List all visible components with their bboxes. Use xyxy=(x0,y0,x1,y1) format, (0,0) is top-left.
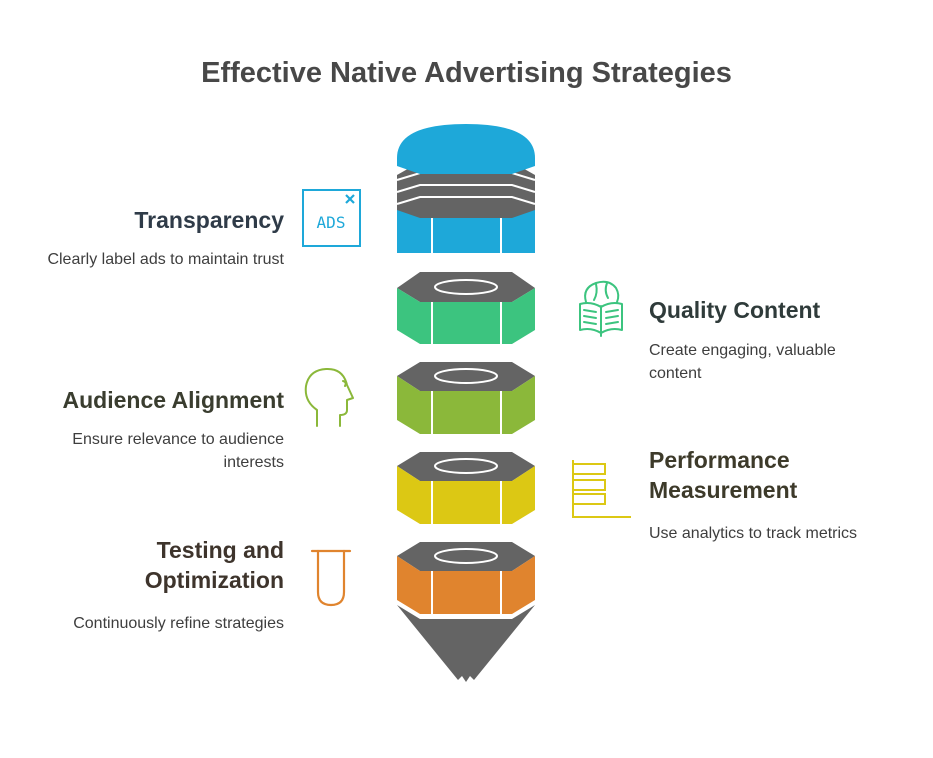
item-description-audience-alignment: Ensure relevance to audience interests xyxy=(72,431,284,471)
item-description-quality-content: Create engaging, valuable content xyxy=(649,342,836,382)
segment-ring xyxy=(434,279,498,295)
diagram-title: Effective Native Advertising Strategies xyxy=(201,57,732,89)
segment-ring xyxy=(434,458,498,474)
segment-ring xyxy=(434,368,498,384)
segment-ring xyxy=(434,548,498,564)
cone-tip xyxy=(397,605,535,682)
ads-icon-text: ADS xyxy=(317,213,346,232)
segment-audience-alignment xyxy=(397,362,535,434)
test-tube-icon xyxy=(310,549,352,607)
item-description-performance-measurement: Use analytics to track metrics xyxy=(649,525,858,542)
item-heading-quality-content: Quality Content xyxy=(649,297,821,323)
item-description-transparency: Clearly label ads to maintain trust xyxy=(47,251,284,268)
item-heading-transparency: Transparency xyxy=(134,207,284,233)
top-cylinder-bands xyxy=(397,162,535,218)
segment-quality-content xyxy=(397,272,535,344)
item-heading-testing-optimization: Testing and Optimization xyxy=(144,537,284,593)
item-heading-performance-measurement: Performance Measurement xyxy=(649,447,798,503)
segment-performance-measurement xyxy=(397,452,535,524)
ads-icon: ADS xyxy=(302,189,361,247)
segment-testing-optimization xyxy=(397,542,535,682)
top-cylinder-segment xyxy=(396,124,536,253)
item-description-testing-optimization: Continuously refine strategies xyxy=(73,615,284,632)
bar-chart-icon xyxy=(572,460,631,518)
open-book-icon xyxy=(579,280,623,337)
item-heading-audience-alignment: Audience Alignment xyxy=(62,387,285,413)
head-profile-icon xyxy=(304,367,354,427)
top-cylinder-dome xyxy=(397,124,535,174)
